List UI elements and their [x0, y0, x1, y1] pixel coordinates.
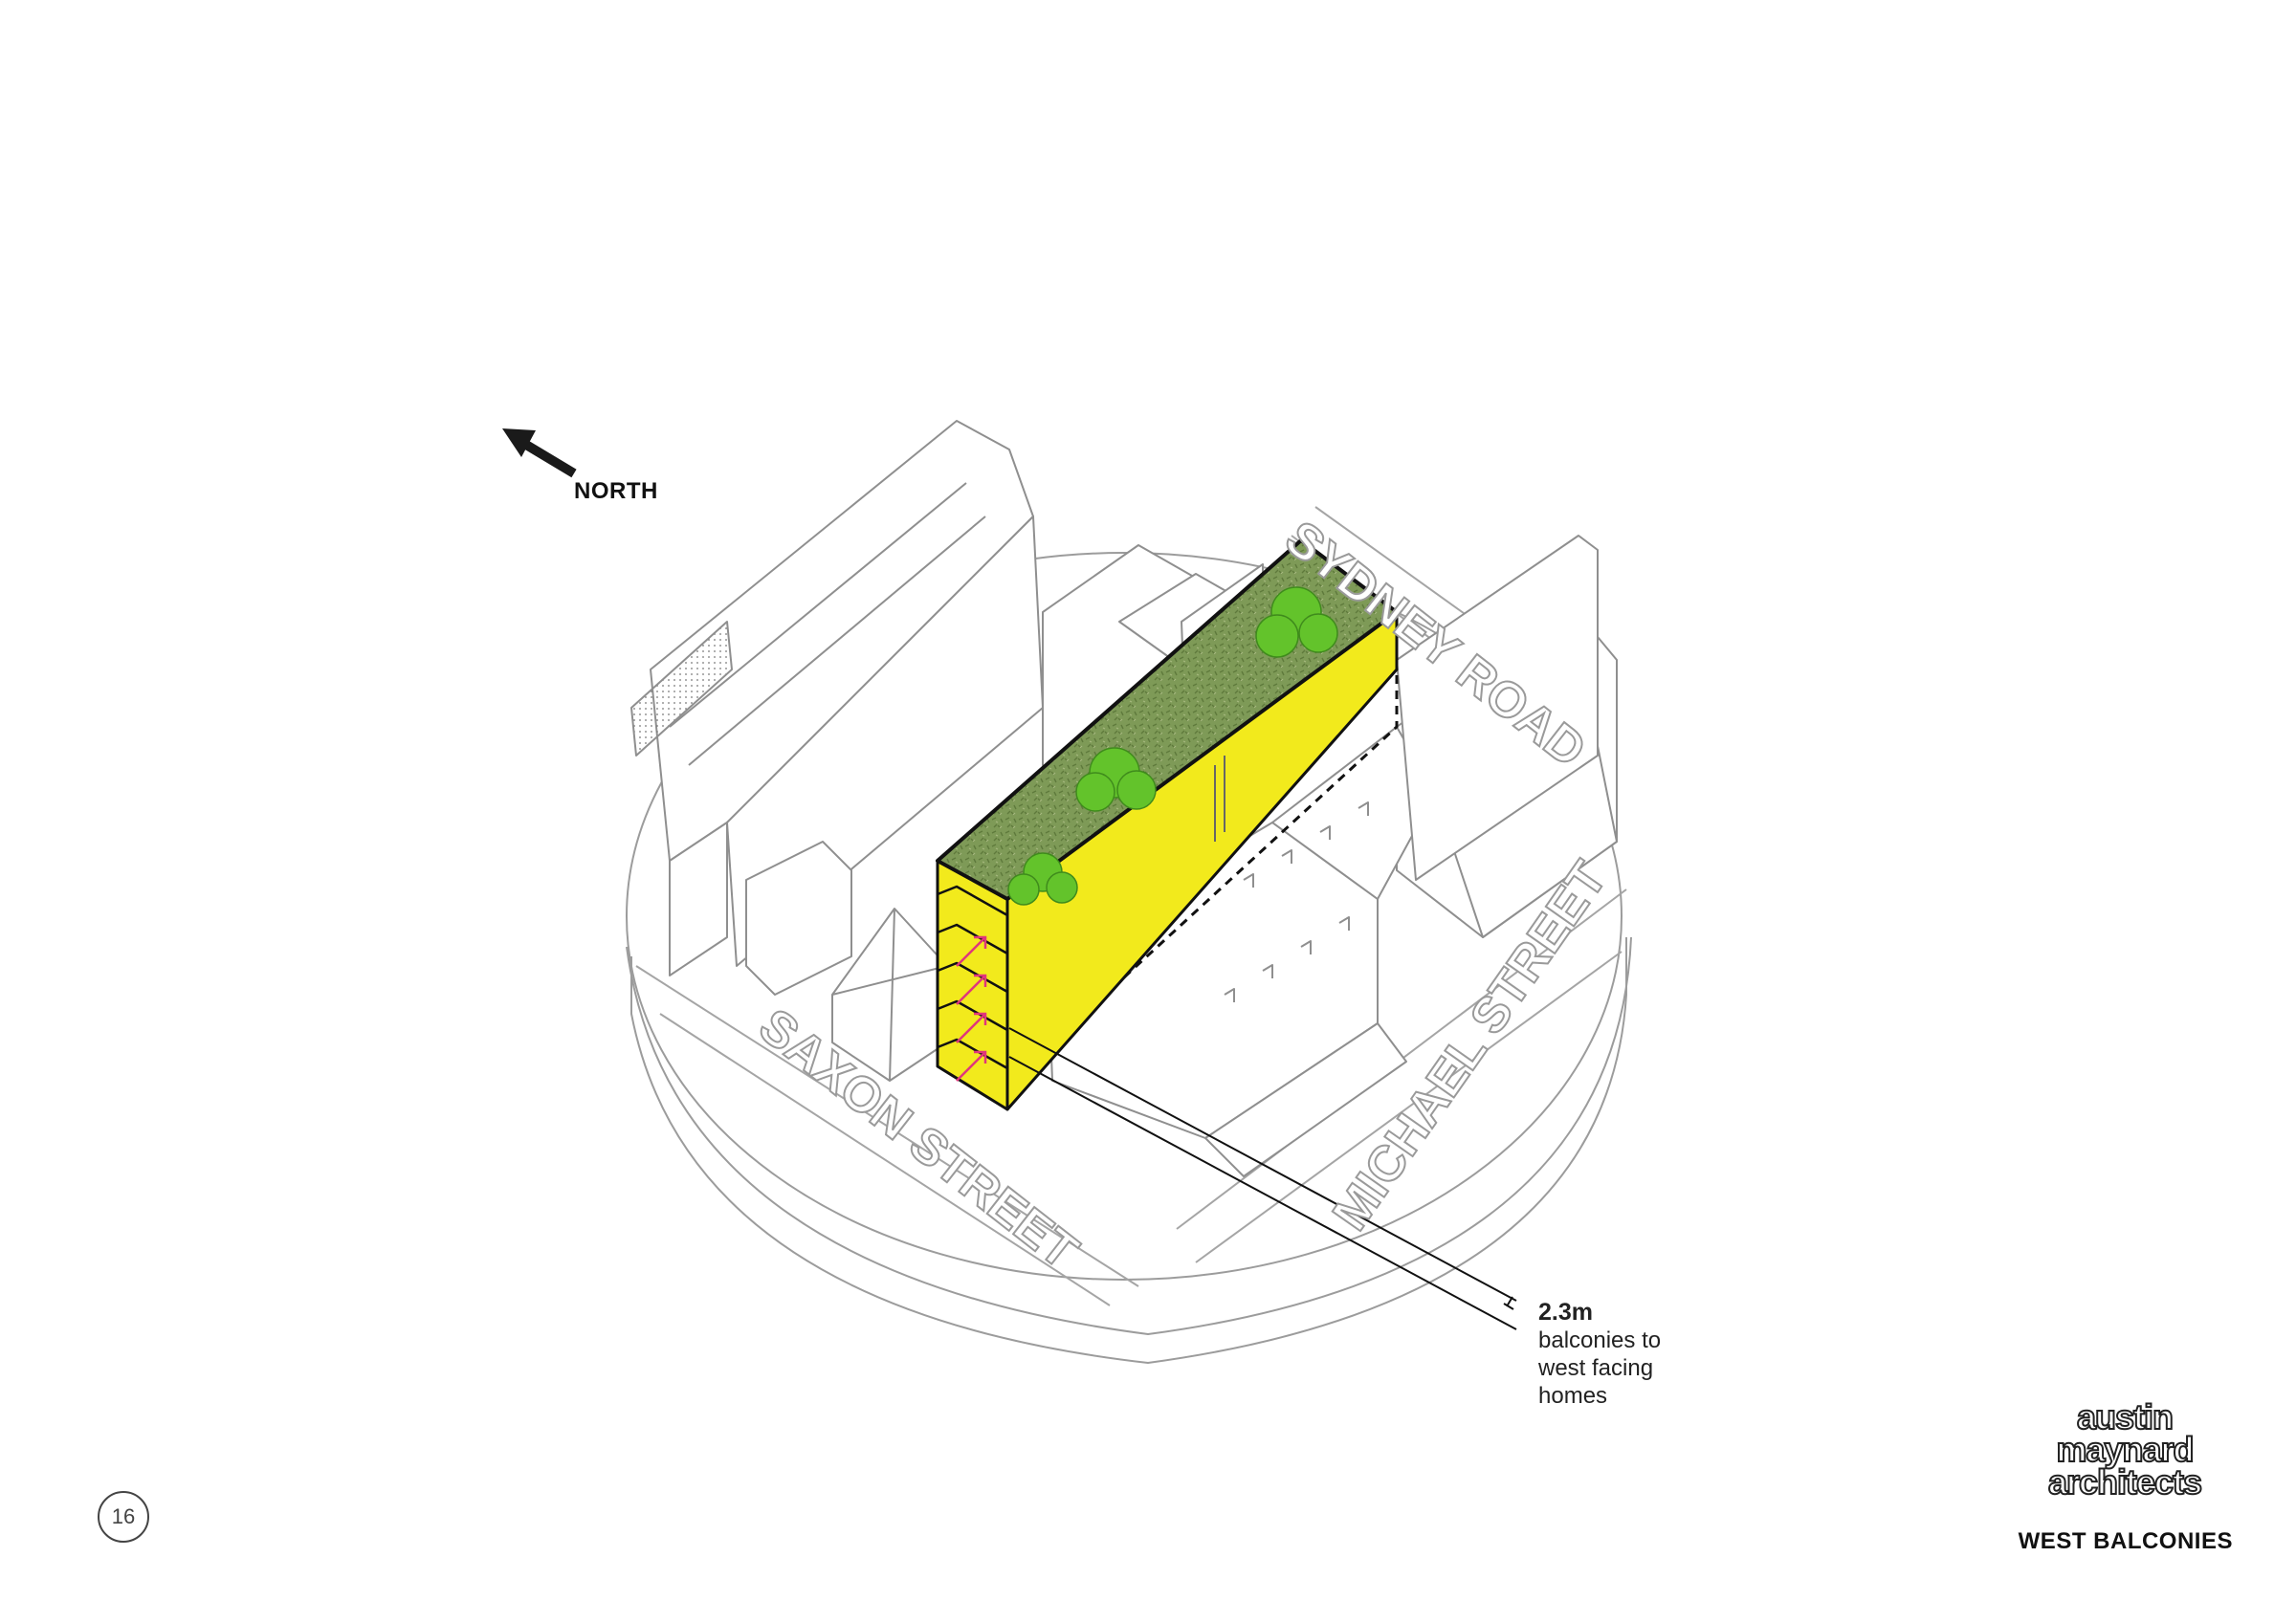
sheet-title: WEST BALCONIES [2018, 1528, 2233, 1554]
logo-line-2: maynard [2055, 1430, 2195, 1469]
north-arrow-icon [502, 428, 577, 478]
balcony-annotation: 2.3m balconies to west facing homes [1538, 1299, 1701, 1410]
north-label: NORTH [574, 478, 658, 504]
balcony-description: balconies to west facing homes [1538, 1327, 1662, 1409]
page-number: 16 [98, 1491, 149, 1543]
logo-line-1: austin [2076, 1397, 2175, 1437]
dimension-leader [1008, 1027, 1517, 1330]
balcony-arrows [956, 935, 987, 1082]
roof-trees [1007, 586, 1338, 906]
practice-logo: austin maynard architects [2007, 1397, 2242, 1506]
logo-line-3: architects [2047, 1462, 2203, 1502]
balcony-dimension: 2.3m [1538, 1299, 1593, 1326]
